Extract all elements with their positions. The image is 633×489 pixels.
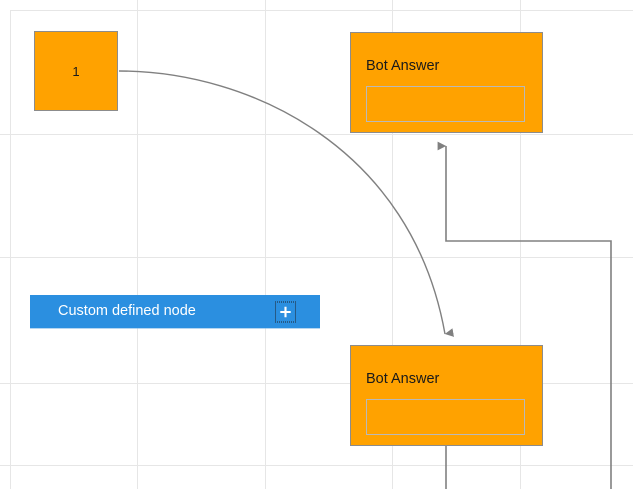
bot-answer-slot[interactable] — [366, 86, 525, 122]
node-1-label: 1 — [72, 63, 80, 79]
bot-answer-title: Bot Answer — [366, 58, 440, 74]
custom-defined-node-button[interactable]: Custom defined node — [30, 295, 320, 328]
node-1[interactable]: 1 — [34, 31, 118, 111]
bot-answer-node-top[interactable]: Bot Answer — [350, 32, 543, 133]
bot-answer-title: Bot Answer — [366, 371, 440, 387]
plus-icon[interactable] — [275, 301, 296, 322]
bot-answer-node-bottom[interactable]: Bot Answer — [350, 345, 543, 446]
bot-answer-slot[interactable] — [366, 399, 525, 435]
custom-defined-node-label: Custom defined node — [58, 303, 196, 320]
